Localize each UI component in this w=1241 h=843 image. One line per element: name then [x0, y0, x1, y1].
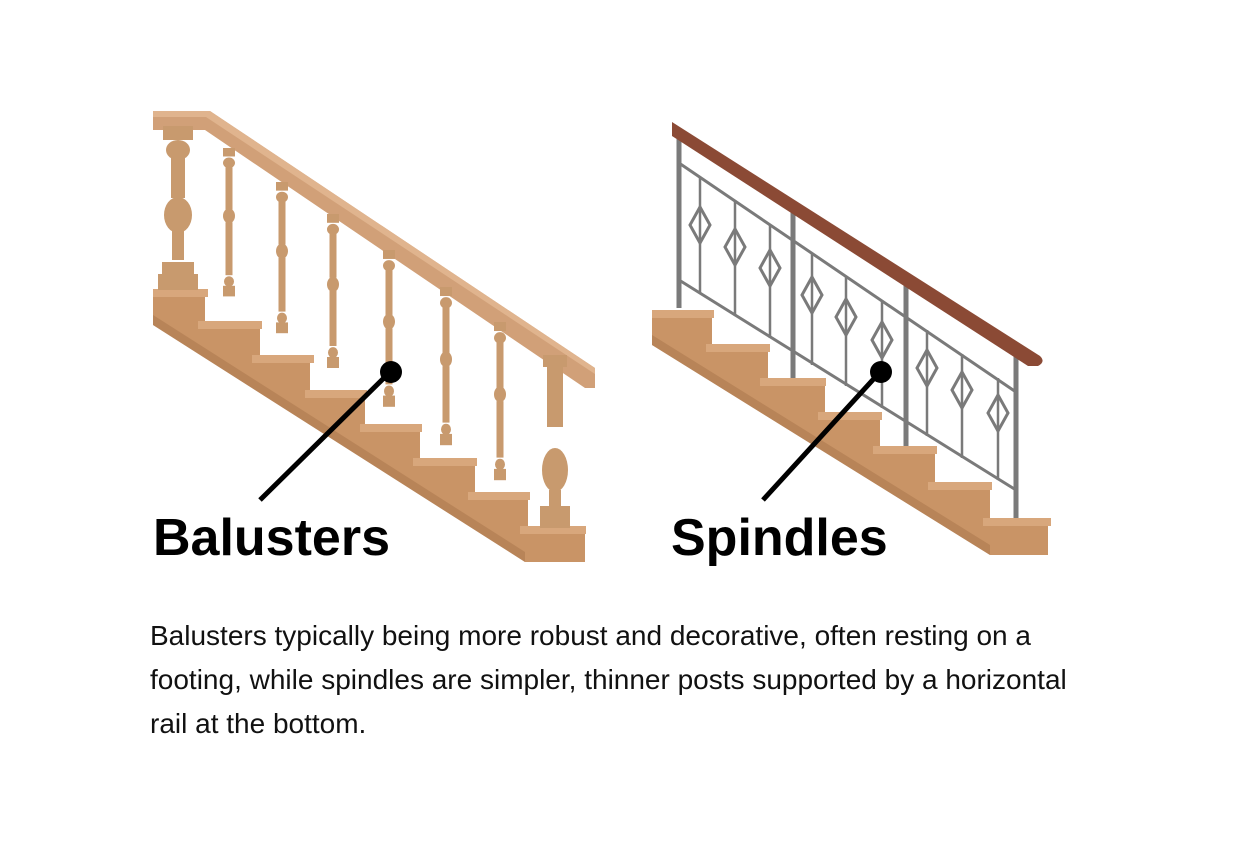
left-stair-treads	[153, 289, 586, 534]
right-newel-post	[540, 355, 570, 528]
right-stair-underside	[652, 335, 990, 555]
baluster-staircase	[153, 111, 595, 562]
spindle-staircase	[652, 122, 1051, 555]
left-newel-post	[158, 126, 198, 290]
caption-text: Balusters typically being more robust an…	[150, 620, 1067, 739]
balusters-pointer-line	[258, 370, 392, 502]
spindles-pointer-dot	[870, 361, 892, 383]
right-stair-stringer	[652, 312, 1048, 555]
left-stair-underside	[153, 315, 525, 562]
spindles-label: Spindles	[671, 509, 888, 567]
spindles-pointer-line	[761, 370, 882, 502]
balusters-pointer-dot	[380, 361, 402, 383]
right-stair-treads	[652, 310, 1051, 526]
right-handrail	[672, 122, 1043, 366]
balusters-label: Balusters	[153, 509, 390, 567]
left-handrail	[153, 111, 595, 388]
